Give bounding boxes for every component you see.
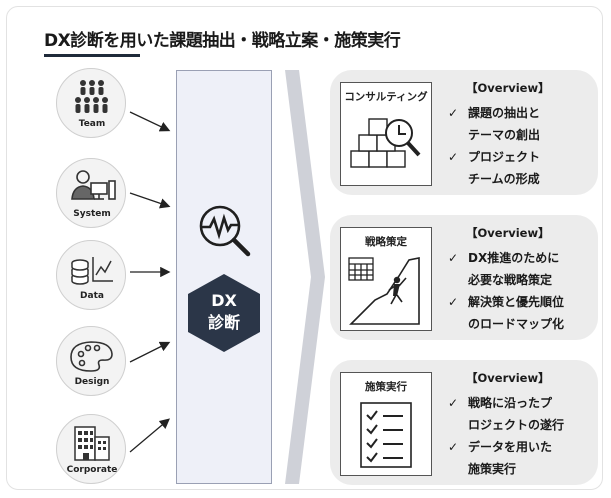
source-team: Team <box>56 68 126 138</box>
source-data: Data <box>56 240 126 310</box>
source-design: Design <box>56 326 126 396</box>
card-title: 施策実行 <box>365 381 407 393</box>
arrow-team <box>129 111 171 132</box>
data-icon <box>71 257 113 285</box>
check-icon: ✓ <box>448 440 459 454</box>
arrow-corporate <box>129 418 170 453</box>
checklist-icon <box>360 402 412 468</box>
bullet-list: ✓ DX推進のために 必要な戦略策定 ✓ 解決策と優先順位 のロードマップ化 <box>446 247 564 335</box>
card-image: 戦略策定 <box>340 227 432 331</box>
bullet-item: ✓ DX推進のために 必要な戦略策定 <box>446 247 564 291</box>
bullet-item: ✓ 課題の抽出と テーマの創出 <box>446 102 540 146</box>
check-icon: ✓ <box>448 396 459 410</box>
source-label: Design <box>74 377 110 387</box>
arrow-design <box>129 341 171 363</box>
title-underline <box>44 54 140 57</box>
diagnosis-magnifier-icon <box>199 205 251 257</box>
bullet-line: テーマの創出 <box>468 128 541 142</box>
check-icon: ✓ <box>448 251 459 265</box>
bullet-item: ✓ 解決策と優先順位 のロードマップ化 <box>446 291 564 335</box>
overview-heading: 【Overview】 <box>466 81 550 95</box>
card-title: 戦略策定 <box>365 236 407 248</box>
consulting-boxes-icon <box>350 118 421 168</box>
palette-icon <box>70 341 113 372</box>
card-title: コンサルティング <box>344 91 428 103</box>
building-icon <box>74 426 110 461</box>
bullet-line: プロジェクト <box>468 150 541 164</box>
bullet-line: 解決策と優先順位 <box>468 295 565 309</box>
bullet-item: ✓ 戦略に沿ったプ ロジェクトの遂行 <box>446 392 564 436</box>
bullet-line: 課題の抽出と <box>468 106 541 120</box>
dx-hexagon <box>188 274 260 352</box>
bullet-list: ✓ 課題の抽出と テーマの創出 ✓ プロジェクト チームの形成 <box>446 102 540 190</box>
card-execution: 施策実行 【Overview】 ✓ 戦略に沿ったプ ロジェクトの遂行 ✓ データ… <box>330 360 598 485</box>
card-strategy: 戦略策定 【Overview】 ✓ DX推進のために 必要な戦略策定 <box>330 215 598 340</box>
bullet-line: ロジェクトの遂行 <box>468 418 565 432</box>
source-system: System <box>56 158 126 228</box>
bullet-item: ✓ データを用いた 施策実行 <box>446 436 564 480</box>
hex-label-line1: DX <box>211 291 237 310</box>
bullet-line: 施策実行 <box>468 462 517 476</box>
source-label: Team <box>78 119 106 129</box>
bullet-line: チームの形成 <box>468 172 540 186</box>
check-icon: ✓ <box>448 106 459 120</box>
card-consulting: コンサルティング 【Overview】 ✓ 課題の抽出と テーマの創出 ✓ プロ… <box>330 70 598 195</box>
card-image: 施策実行 <box>340 372 432 476</box>
team-icon <box>75 80 108 113</box>
card-image: コンサルティング <box>340 82 432 186</box>
arrow-system <box>129 192 171 209</box>
overview-heading: 【Overview】 <box>466 371 550 385</box>
source-label: System <box>73 209 111 219</box>
page-title: DX診断を用いた課題抽出・戦略立案・施策実行 <box>44 31 401 51</box>
source-corporate: Corporate <box>56 414 126 484</box>
check-icon: ✓ <box>448 150 459 164</box>
overview-heading: 【Overview】 <box>466 226 550 240</box>
bullet-item: ✓ プロジェクト チームの形成 <box>446 146 540 190</box>
bullet-line: データを用いた <box>468 440 553 454</box>
source-label: Corporate <box>66 465 118 475</box>
bullet-line: 戦略に沿ったプ <box>468 396 553 410</box>
bullet-line: のロードマップ化 <box>468 317 565 331</box>
check-icon: ✓ <box>448 295 459 309</box>
hex-label-line2: 診断 <box>207 313 240 332</box>
bullet-list: ✓ 戦略に沿ったプ ロジェクトの遂行 ✓ データを用いた 施策実行 <box>446 392 564 480</box>
system-icon <box>71 170 116 200</box>
bullet-line: 必要な戦略策定 <box>468 273 553 287</box>
flow-chevron <box>285 70 325 484</box>
strategy-climb-icon <box>348 257 420 325</box>
source-label: Data <box>80 291 104 301</box>
bullet-line: DX推進のために <box>468 251 560 265</box>
